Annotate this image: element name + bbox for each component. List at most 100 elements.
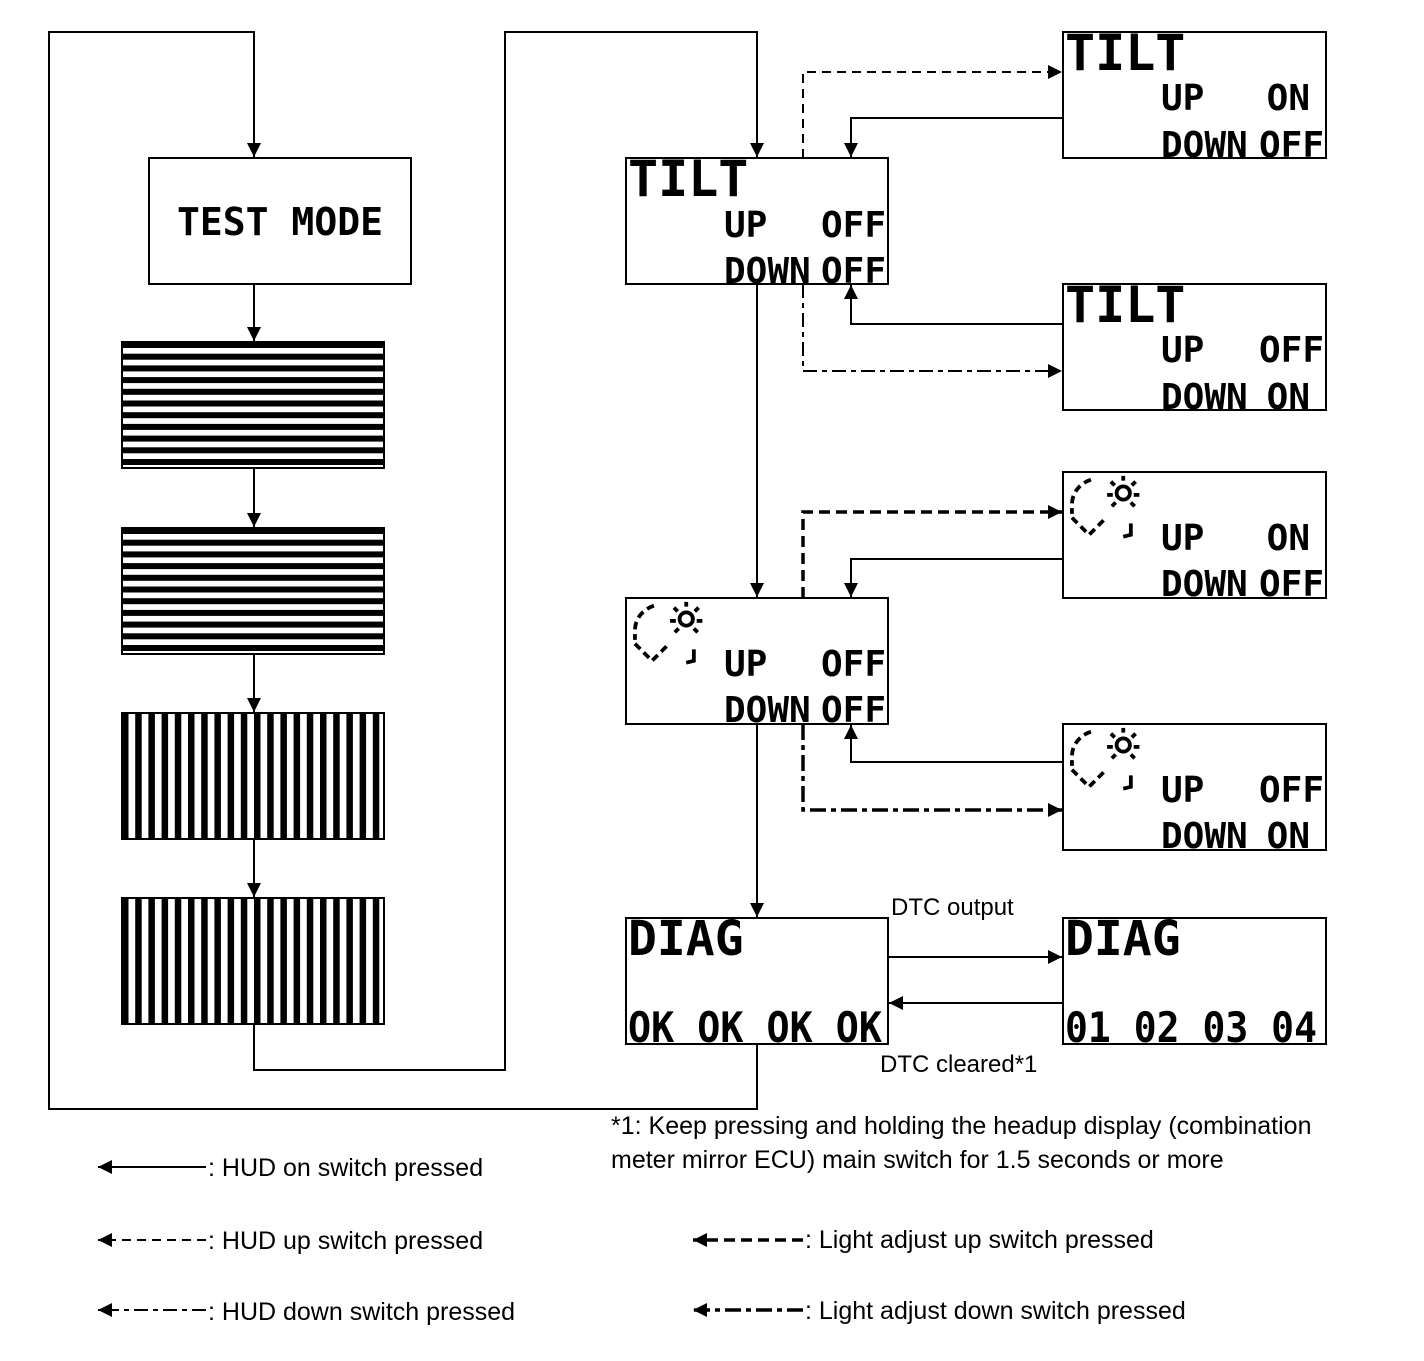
diag-result-line: OK OK OK OK	[628, 1003, 883, 1052]
stripe	[293, 713, 301, 839]
screen-light-down: UP OFF DOWN ON	[1062, 723, 1327, 857]
connector-hud-up	[802, 65, 1062, 158]
stripe	[214, 898, 221, 1024]
pattern-vertical-2	[121, 897, 385, 1025]
up-value: OFF	[821, 644, 886, 685]
screen-tilt-main: TILT UP OFF DOWN OFF	[625, 150, 889, 292]
stripe	[320, 713, 327, 839]
down-label: DOWN	[724, 251, 811, 292]
down-value: OFF	[821, 690, 886, 731]
footnote-line-2: meter mirror ECU) main switch for 1.5 se…	[611, 1146, 1224, 1174]
legend: : HUD on switch pressed : HUD up switch …	[98, 1154, 1186, 1326]
stripe	[280, 898, 287, 1024]
legend-hud-up: : HUD up switch pressed	[208, 1227, 483, 1255]
legend-hud-on: : HUD on switch pressed	[208, 1154, 483, 1182]
screen-title: DIAG	[628, 911, 744, 967]
stripe	[122, 551, 384, 558]
stripe	[135, 713, 142, 839]
stripe	[122, 400, 384, 407]
stripe	[148, 713, 155, 839]
down-label: DOWN	[1161, 377, 1248, 418]
stripe	[122, 353, 384, 360]
stripe	[122, 574, 384, 581]
up-label: UP	[724, 644, 767, 685]
pattern-horizontal-2	[121, 527, 385, 655]
connector-return-to-test-mode	[48, 31, 758, 1110]
stripe	[135, 898, 142, 1024]
up-value: ON	[1267, 78, 1310, 119]
stripe	[122, 598, 384, 605]
connector-lightdown-return	[844, 725, 1063, 763]
connector-light-up	[801, 505, 1062, 598]
screen-light-up: UP ON DOWN OFF	[1062, 471, 1327, 605]
stripe	[161, 713, 169, 839]
screen-title: TILT	[1065, 24, 1185, 82]
stripe	[333, 713, 340, 839]
stripe	[174, 713, 182, 839]
connector-lightup-return	[844, 558, 1063, 597]
stripe	[122, 898, 129, 1024]
stripe	[240, 898, 248, 1024]
pattern-vertical-1	[121, 712, 385, 840]
test-mode-box: TEST MODE	[148, 157, 412, 285]
stripe	[122, 633, 384, 640]
dtc-code-line: 01 02 03 04	[1065, 1003, 1317, 1052]
legend-light-up: : Light adjust up switch pressed	[805, 1226, 1154, 1254]
stripe	[122, 459, 384, 465]
connector-hud-down	[802, 284, 1062, 378]
stripe	[293, 898, 301, 1024]
down-value: ON	[1267, 816, 1310, 857]
stripe	[122, 621, 384, 628]
up-value: OFF	[821, 205, 886, 246]
stripe	[359, 898, 367, 1024]
up-label: UP	[1161, 770, 1204, 811]
stripe	[372, 898, 380, 1024]
connector-tiltup-return	[844, 117, 1063, 157]
stripe	[188, 898, 195, 1024]
down-value: OFF	[821, 251, 886, 292]
up-value: ON	[1267, 518, 1310, 559]
test-mode-label: TEST MODE	[177, 200, 383, 244]
headup-light-adjust-icon	[1070, 474, 1142, 539]
down-value: OFF	[1259, 564, 1324, 605]
screen-diag-main: DIAG OK OK OK OK	[625, 911, 889, 1052]
stripe	[122, 412, 384, 419]
stripe	[148, 898, 155, 1024]
up-label: UP	[1161, 330, 1204, 371]
stripe	[122, 563, 384, 570]
stripe	[306, 898, 314, 1024]
screen-diag-dtc: DIAG 01 02 03 04	[1062, 911, 1327, 1052]
stripe	[320, 898, 327, 1024]
dtc-cleared-label: DTC cleared*1	[880, 1051, 1037, 1078]
stripe	[122, 713, 129, 839]
legend-hud-down: : HUD down switch pressed	[208, 1298, 515, 1326]
stripe	[359, 713, 367, 839]
stripe	[214, 713, 221, 839]
stripe	[267, 898, 274, 1024]
screen-title: DIAG	[1065, 911, 1181, 967]
screen-tilt-down: TILT UP OFF DOWN ON	[1062, 276, 1327, 418]
stripe	[122, 645, 384, 651]
up-label: UP	[1161, 518, 1204, 559]
stripe	[227, 713, 235, 839]
screen-tilt-up: TILT UP ON DOWN OFF	[1062, 24, 1327, 166]
stripe	[122, 388, 384, 395]
stripe	[346, 898, 353, 1024]
stripe	[122, 586, 384, 593]
stripe	[254, 713, 261, 839]
connector-light-down	[801, 724, 1062, 817]
headup-light-adjust-icon	[1070, 726, 1142, 791]
stripe	[306, 713, 314, 839]
connector-pattern4-to-tilt	[253, 31, 764, 1071]
stripe	[372, 713, 380, 839]
up-label: UP	[1161, 78, 1204, 119]
stripe	[122, 365, 384, 372]
headup-light-adjust-icon	[633, 600, 705, 665]
screen-title: TILT	[628, 150, 748, 208]
stripe	[254, 898, 261, 1024]
stripe	[240, 713, 248, 839]
stripe	[227, 898, 235, 1024]
stripe	[333, 898, 340, 1024]
stripe	[201, 898, 208, 1024]
